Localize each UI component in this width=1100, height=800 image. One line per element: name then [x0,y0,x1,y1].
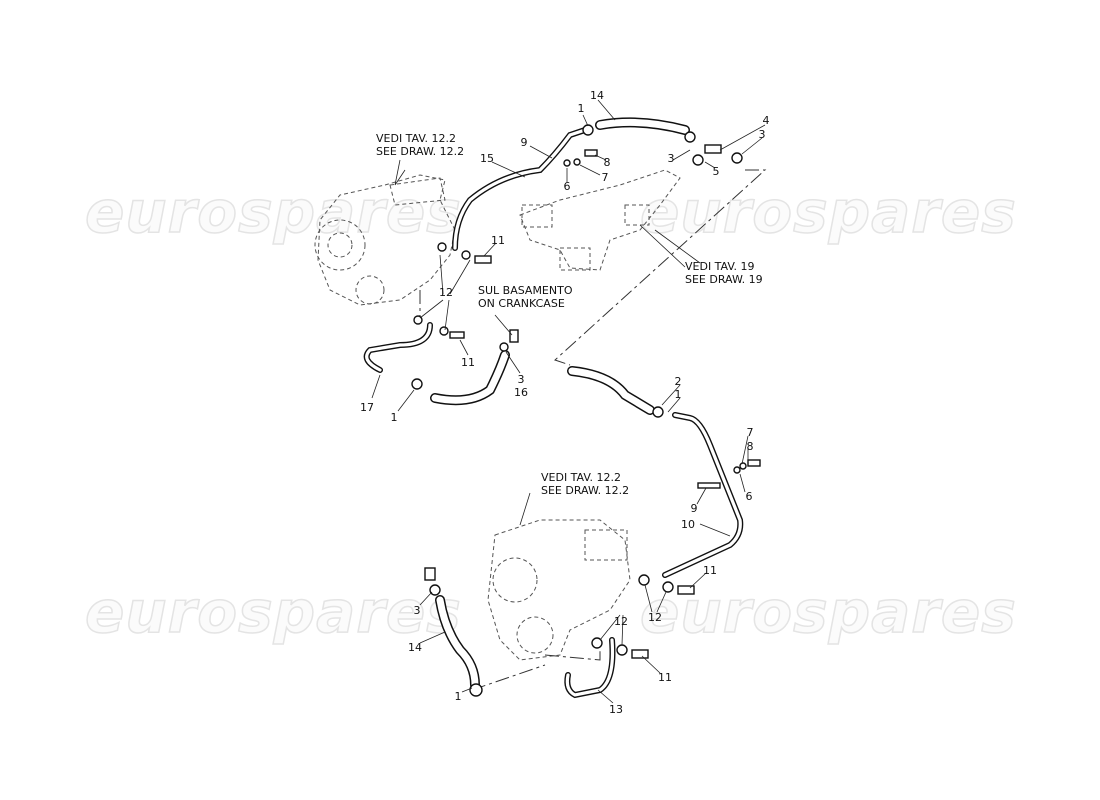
pipe-10 [662,412,744,578]
pipe-15 [452,127,588,251]
callout-number: 6 [564,180,571,193]
callout-number: 1 [391,411,398,424]
note-see-drawing-12-2-en: SEE DRAW. 12.2 [376,145,464,158]
callout-number: 1 [675,388,682,401]
callout-number: 1 [578,102,585,115]
callout-number: 13 [609,703,623,716]
callout-number: 5 [713,165,720,178]
pipe-17 [363,322,433,373]
hose-16 [430,350,510,406]
callout-number: 3 [668,152,675,165]
callout-number: 7 [602,171,609,184]
hose-2 [567,366,655,415]
note-see-drawing-12-2-lower-en: SEE DRAW. 12.2 [541,484,629,497]
watermark: eurospares [640,178,1017,246]
callout-number: 8 [747,440,754,453]
note-see-drawing-19: VEDI TAV. 19 [685,260,754,273]
callout-number: 16 [514,386,528,399]
callout-number: 14 [590,89,604,102]
callout-number: 11 [703,564,717,577]
connection-line [554,169,767,366]
watermark: eurospares [85,178,462,246]
callout-number: 12 [439,286,453,299]
callout-number: 1 [455,690,462,703]
callout-number: 8 [604,156,611,169]
callout-number: 11 [491,234,505,247]
callout-number: 11 [461,356,475,369]
watermarks: eurospares eurospares eurospares eurospa… [84,177,1017,647]
fittings [411,124,761,697]
callout-number: 17 [360,401,374,414]
callout-number: 12 [648,611,662,624]
note-see-drawing-19-en: SEE DRAW. 19 [685,273,763,286]
connection-line [419,290,601,661]
note-see-drawing-12-2: VEDI TAV. 12.2 [376,132,456,145]
callout-number: 9 [521,136,528,149]
hose-14 [595,117,690,135]
callout-number: 6 [746,490,753,503]
callout-number: 3 [414,604,421,617]
callout-number: 7 [747,426,754,439]
watermark: eurospares [640,578,1017,646]
manifold [519,169,681,271]
callout-number: 9 [691,502,698,515]
turbocharger-lower [487,519,631,661]
watermark: eurospares [85,578,462,646]
callout-number: 3 [759,128,766,141]
callout-number: 2 [675,375,682,388]
callout-number: 4 [763,114,770,127]
callout-number: 10 [681,518,695,531]
note-on-crankcase: SUL BASAMENTO [478,284,573,297]
callout-number: 11 [658,671,672,684]
note-on-crankcase-en: ON CRANKCASE [478,297,565,310]
connection-line [471,664,546,691]
pipe-13 [564,637,616,699]
callout-number: 12 [614,615,628,628]
callout-number: 15 [480,152,494,165]
leader-lines [371,99,766,704]
turbocharger-upper [314,174,456,306]
callout-number: 14 [408,641,422,654]
hose-14-lower [435,595,480,690]
callout-number: 3 [518,373,525,386]
note-see-drawing-12-2-lower: VEDI TAV. 12.2 [541,471,621,484]
